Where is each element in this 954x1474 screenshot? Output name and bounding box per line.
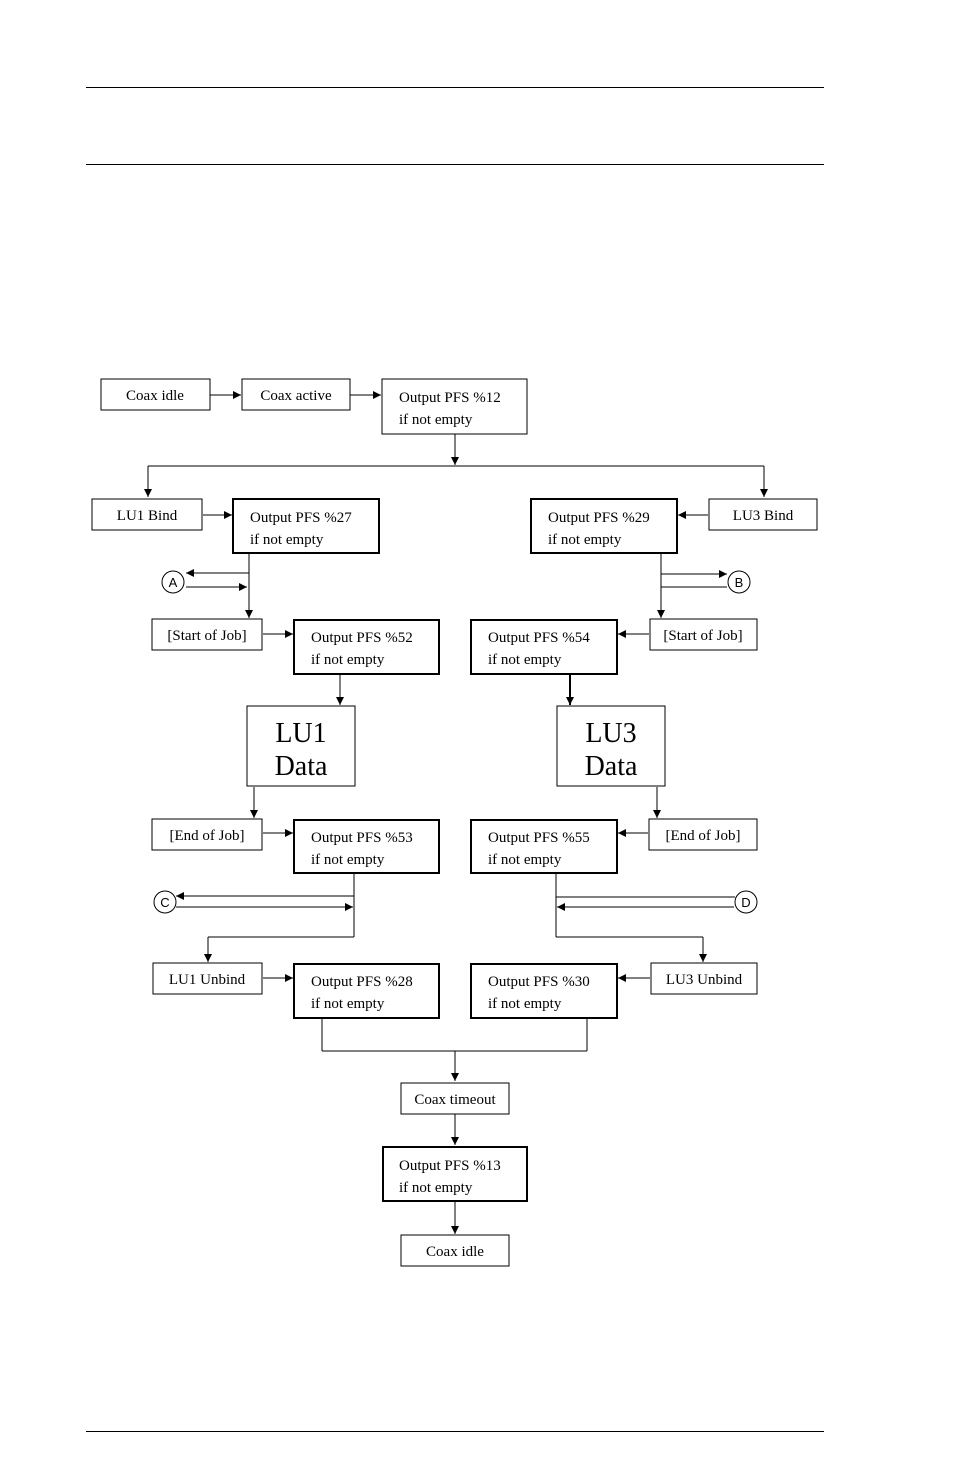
box-label: Coax timeout <box>414 1092 496 1108</box>
box-lu1-end-of-job: [End of Job] <box>151 818 263 851</box>
box-pfs27: Output PFS %27 if not empty <box>232 498 380 554</box>
box-pfs30: Output PFS %30 if not empty <box>470 963 618 1019</box>
box-coax-timeout: Coax timeout <box>400 1082 510 1115</box>
box-label: [End of Job] <box>666 828 741 844</box>
box-pfs54: Output PFS %54 if not empty <box>470 619 618 675</box>
connector-label: B <box>735 575 744 590</box>
box-label: LU3 Bind <box>733 508 794 524</box>
box-lu3-start-of-job: [Start of Job] <box>649 618 758 651</box>
box-label: LU1 Bind <box>117 508 178 524</box>
connector-d: D <box>734 890 758 914</box>
box-pfs29: Output PFS %29 if not empty <box>530 498 678 554</box>
box-pfs53: Output PFS %53 if not empty <box>293 819 440 874</box>
box-label-line2: if not empty <box>250 532 324 548</box>
box-label-line1: Output PFS %30 <box>488 974 590 990</box>
box-lu3-end-of-job: [End of Job] <box>648 818 758 851</box>
box-label-line2: if not empty <box>311 996 385 1012</box>
box-label-line2: if not empty <box>548 532 622 548</box>
box-label: [End of Job] <box>170 828 245 844</box>
footer-rule <box>86 1431 824 1432</box>
header-bottom-rule <box>86 164 824 165</box>
box-label-line1: Output PFS %54 <box>488 630 590 646</box>
box-label-line1: Output PFS %27 <box>250 510 352 526</box>
box-label-line1: Output PFS %29 <box>548 510 650 526</box>
box-label: [Start of Job] <box>663 628 742 644</box>
box-label-line2: if not empty <box>488 996 562 1012</box>
box-label-line2: if not empty <box>311 852 385 868</box>
box-coax-idle-top: Coax idle <box>100 378 211 411</box>
connector-b: B <box>727 570 751 594</box>
box-label: Coax idle <box>426 1244 484 1260</box>
box-lu3-data: LU3 Data <box>556 705 666 787</box>
box-label-line1: Output PFS %28 <box>311 974 413 990</box>
box-label-line1: LU1 <box>275 718 326 749</box>
box-label: Coax idle <box>126 388 184 404</box>
box-label-line1: Output PFS %12 <box>399 390 501 406</box>
box-lu1-bind: LU1 Bind <box>91 498 203 531</box>
box-label-line1: Output PFS %13 <box>399 1158 501 1174</box>
connector-label: A <box>169 575 178 590</box>
box-pfs28: Output PFS %28 if not empty <box>293 963 440 1019</box>
box-coax-active: Coax active <box>241 378 351 411</box>
box-label-line2: if not empty <box>399 412 473 428</box>
box-label-line1: Output PFS %52 <box>311 630 413 646</box>
header-top-rule <box>86 87 824 88</box>
box-pfs12: Output PFS %12 if not empty <box>381 378 528 435</box>
box-pfs13: Output PFS %13 if not empty <box>382 1146 528 1202</box>
box-label: [Start of Job] <box>167 628 246 644</box>
box-label-line2: if not empty <box>311 652 385 668</box>
box-lu1-start-of-job: [Start of Job] <box>151 618 263 651</box>
connector-label: C <box>160 895 169 910</box>
box-pfs55: Output PFS %55 if not empty <box>470 819 618 874</box>
box-lu3-bind: LU3 Bind <box>708 498 818 531</box>
connector-a: A <box>161 570 185 594</box>
box-coax-idle-bottom: Coax idle <box>400 1234 510 1267</box>
box-label: Coax active <box>260 388 332 404</box>
box-label-line2: if not empty <box>399 1180 473 1196</box>
connector-lines <box>144 391 768 1234</box>
box-label-line2: Data <box>275 751 328 782</box>
box-label: LU1 Unbind <box>169 972 246 988</box>
box-lu3-unbind: LU3 Unbind <box>650 962 758 995</box>
connector-label: D <box>741 895 750 910</box>
box-label-line2: if not empty <box>488 852 562 868</box>
box-pfs52: Output PFS %52 if not empty <box>293 619 440 675</box>
box-lu1-data: LU1 Data <box>246 705 356 787</box>
box-label-line1: Output PFS %55 <box>488 830 590 846</box>
box-label-line2: Data <box>585 751 638 782</box>
box-label-line1: LU3 <box>585 718 636 749</box>
box-lu1-unbind: LU1 Unbind <box>152 962 263 995</box>
box-label-line1: Output PFS %53 <box>311 830 413 846</box>
box-label: LU3 Unbind <box>666 972 743 988</box>
box-label-line2: if not empty <box>488 652 562 668</box>
connector-c: C <box>153 890 177 914</box>
